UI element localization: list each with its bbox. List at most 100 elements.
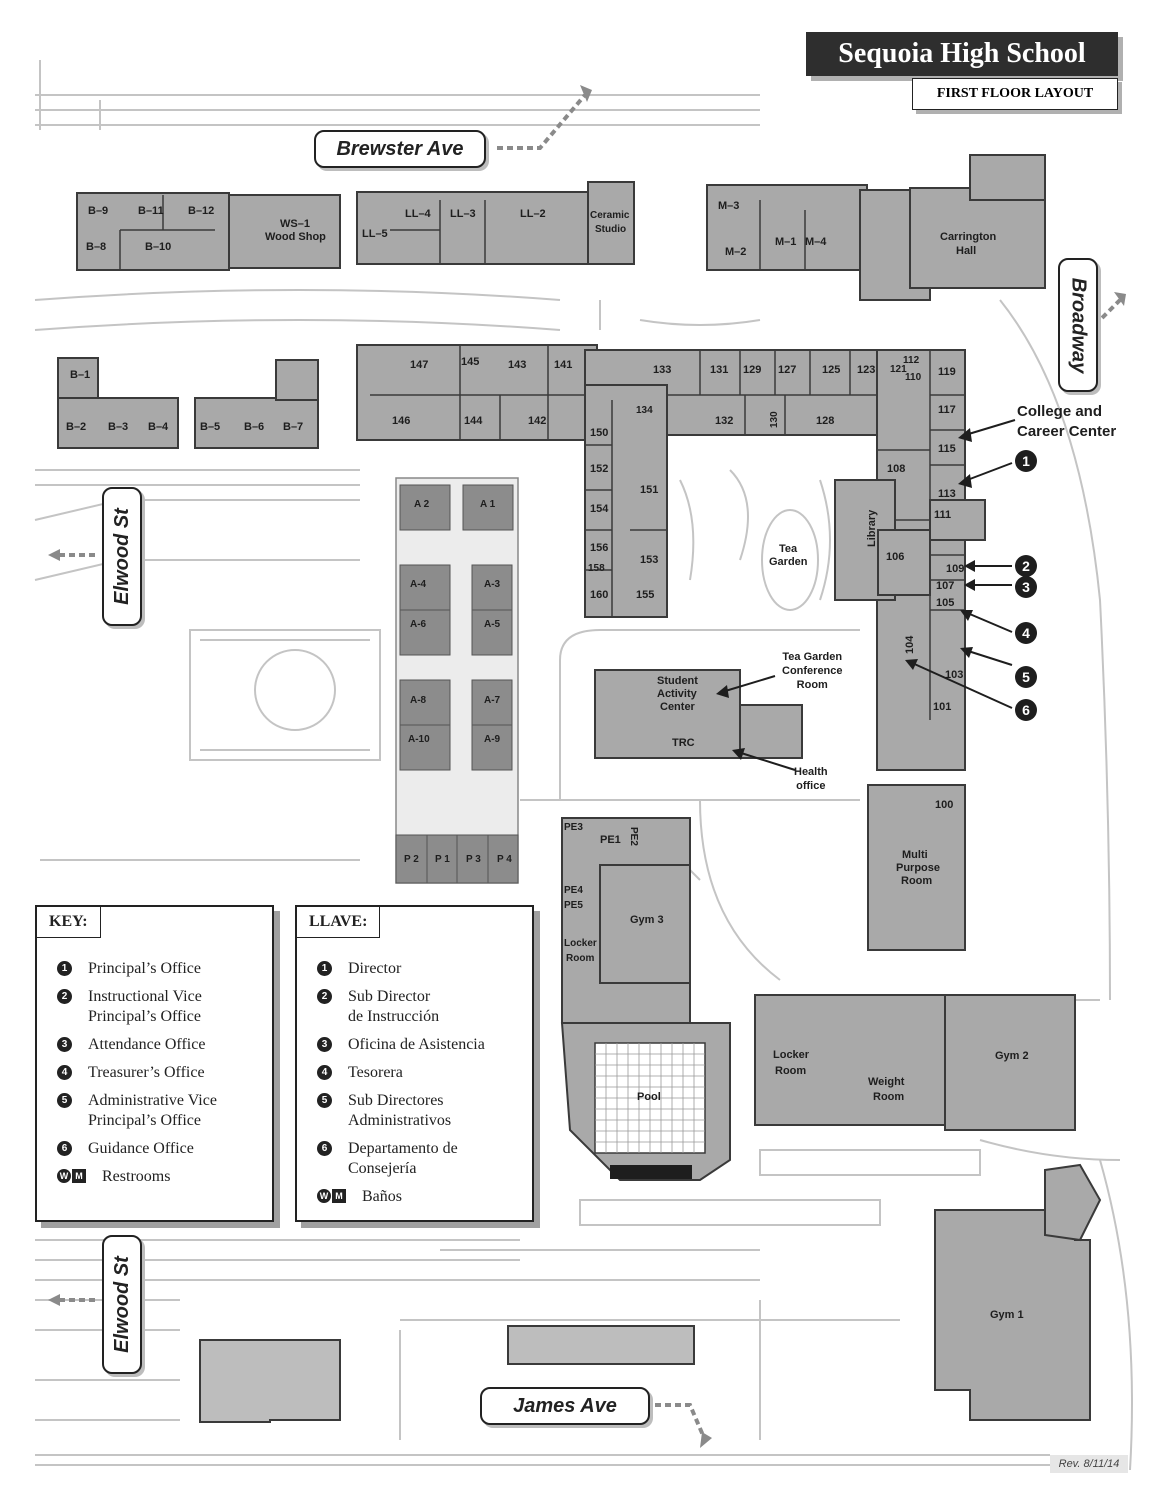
room-pool: Pool: [637, 1091, 661, 1103]
number-badge-icon: 4: [317, 1065, 332, 1080]
room-115: 115: [938, 443, 956, 455]
room-105: 105: [936, 597, 954, 609]
marker-2: 2: [1015, 555, 1037, 577]
room-a10: A-10: [408, 734, 430, 745]
room-gym3: Gym 3: [630, 914, 664, 926]
room-pe4: PE4: [564, 885, 583, 896]
room-b9: B–9: [88, 205, 108, 217]
room-103: 103: [945, 669, 963, 681]
room-carrington-hall: Hall: [956, 245, 976, 257]
building-b-wing-north: [76, 192, 341, 271]
room-a6: A-6: [410, 619, 427, 630]
marker-4: 4: [1015, 622, 1037, 644]
room-150: 150: [590, 427, 608, 439]
room-a7: A-7: [484, 695, 501, 706]
room-109: 109: [946, 563, 964, 575]
room-158: 158: [588, 563, 605, 574]
marker-5: 5: [1015, 666, 1037, 688]
room-127: 127: [778, 364, 796, 376]
room-locker: Locker: [564, 938, 597, 949]
room-107: 107: [936, 580, 954, 592]
room-mpr-purpose: Purpose: [896, 862, 940, 874]
room-b12: B–12: [188, 205, 214, 217]
room-b1: B–1: [70, 369, 90, 381]
room-133: 133: [653, 364, 671, 376]
street-brewster: Brewster Ave: [314, 130, 486, 168]
room-b3: B–3: [108, 421, 128, 433]
room-b8: B–8: [86, 241, 106, 253]
room-108: 108: [887, 463, 905, 475]
room-a9: A-9: [484, 734, 501, 745]
callout-college-career: College and Career Center: [1017, 403, 1117, 440]
room-145: 145: [461, 356, 479, 368]
room-151: 151: [640, 484, 658, 496]
room-labels: B–9 B–11 B–12 B–8 B–10 WS–1 Wood Shop LL…: [66, 200, 1029, 1321]
room-carrington: Carrington: [940, 231, 997, 243]
room-p2: P 2: [404, 854, 419, 865]
room-a3: A-3: [484, 579, 501, 590]
room-156: 156: [590, 542, 608, 554]
building-pool: [560, 1022, 731, 1181]
room-a1: A 1: [480, 499, 496, 510]
callout-tea-garden-conference: Tea Garden Conference Room: [782, 651, 843, 691]
room-sac-activity: Activity: [657, 688, 698, 700]
room-pe5: PE5: [564, 900, 583, 911]
marker-3: 3: [1015, 576, 1037, 598]
room-123: 123: [857, 364, 875, 376]
room-141: 141: [554, 359, 572, 371]
room-b10: B–10: [145, 241, 171, 253]
room-129: 129: [743, 364, 761, 376]
room-b11: B–11: [138, 205, 164, 217]
number-badge-icon: 5: [317, 1093, 332, 1108]
direction-arrows: [48, 85, 1126, 1448]
room-sac-student: Student: [657, 675, 698, 687]
room-m3: M–3: [718, 200, 739, 212]
room-113: 113: [938, 488, 956, 500]
number-badge-icon: 3: [317, 1037, 332, 1052]
room-b7: B–7: [283, 421, 303, 433]
room-m4: M–4: [805, 236, 827, 248]
room-pe2: PE2: [628, 827, 639, 846]
room-gym2: Gym 2: [995, 1050, 1029, 1062]
room-b4: B–4: [148, 421, 169, 433]
room-ceramic: Ceramic: [590, 210, 630, 221]
room-ll4: LL–4: [405, 208, 432, 220]
building-mpr: [867, 784, 966, 951]
room-b5: B–5: [200, 421, 220, 433]
room-library: Library: [866, 509, 878, 547]
room-119: 119: [938, 366, 956, 378]
room-147: 147: [410, 359, 428, 371]
building-a-wing: [395, 477, 519, 884]
room-a5: A-5: [484, 619, 501, 630]
room-131: 131: [710, 364, 728, 376]
room-132: 132: [715, 415, 733, 427]
room-143: 143: [508, 359, 526, 371]
number-badge-icon: 6: [57, 1141, 72, 1156]
callout-arrows: [716, 419, 1016, 771]
building-gym2-complex: [754, 994, 1076, 1131]
number-badge-icon: 2: [57, 989, 72, 1004]
room-154: 154: [590, 503, 609, 515]
room-b2: B–2: [66, 421, 86, 433]
callout-health-office: Health office: [794, 766, 828, 792]
room-155: 155: [636, 589, 654, 601]
room-pe3: PE3: [564, 822, 583, 833]
marker-6: 6: [1015, 699, 1037, 721]
room-b6: B–6: [244, 421, 264, 433]
room-111: 111: [934, 509, 951, 521]
building-gym1: [934, 1163, 1102, 1421]
building-south-east: [199, 1325, 695, 1423]
